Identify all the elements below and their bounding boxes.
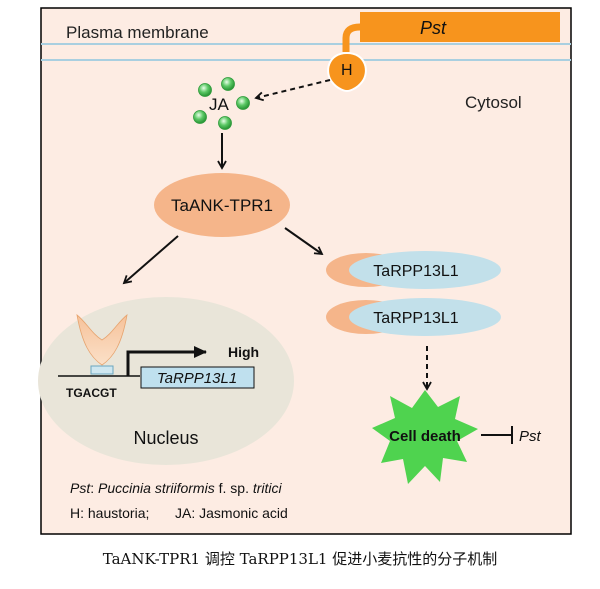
dashed-arrow-haustoria-to-ja [254,79,331,102]
ankyrin-label: TaANK-TPR1 [171,196,273,215]
legend-h-line: H: haustoria; [70,505,149,521]
cytosol-label: Cytosol [465,93,522,112]
ja-label: JA [209,95,230,114]
legend-pst-line: Pst: Puccinia striiformis f. sp. tritici [70,480,283,496]
promoter-motif-box [90,365,114,375]
legend-pst-tritici: tritici [253,480,283,496]
figure-caption: TaANK-TPR1 调控 TaRPP13L1 促进小麦抗性的分子机制 [102,550,498,568]
arrow-ankyrin-to-rpp [284,227,324,256]
rpp-protein-top [349,251,501,289]
nucleus-label: Nucleus [133,428,198,448]
haustorium-body [327,51,367,93]
high-label: High [228,344,259,360]
legend-pst-fsp: f. sp. [215,480,253,496]
transcription-arrow [126,346,207,376]
pathogen-label: Pst [420,18,447,38]
cell-death-label: Cell death [389,428,461,445]
gene-box [140,366,255,389]
legend-pst-abbr: Pst [70,480,91,496]
rpp-label-bottom: TaRPP13L1 [373,310,458,327]
legend-pst-sep: : [90,480,98,496]
ja-molecules [193,77,250,130]
mechanism-diagram: Plasma membrane Pst H JA Cytosol TaANK-T… [38,7,572,535]
legend-pst-species: Puccinia striiformis [98,480,215,496]
motif-label: TGACGT [66,386,117,400]
inhibit-target-label: Pst [519,428,542,445]
rpp-label-top: TaRPP13L1 [373,263,458,280]
ja-dot [198,83,212,97]
gene-label: TaRPP13L1 [157,370,237,387]
haustorium-label: H [341,62,353,79]
cell-death-starburst [372,390,478,484]
transcription-factor [76,314,128,366]
ja-dot [218,116,232,130]
pathogen-bar [360,12,560,42]
ja-dot [236,96,250,110]
ja-dot [193,110,207,124]
ja-dot [221,77,235,91]
ankyrin-protein [154,173,290,237]
arrow-ankyrin-to-nucleus [122,235,179,285]
haustorium-neck [342,23,361,52]
rpp-protein-bottom [349,298,501,336]
plasma-membrane-label: Plasma membrane [66,23,209,42]
legend-ja-line: JA: Jasmonic acid [175,505,288,521]
